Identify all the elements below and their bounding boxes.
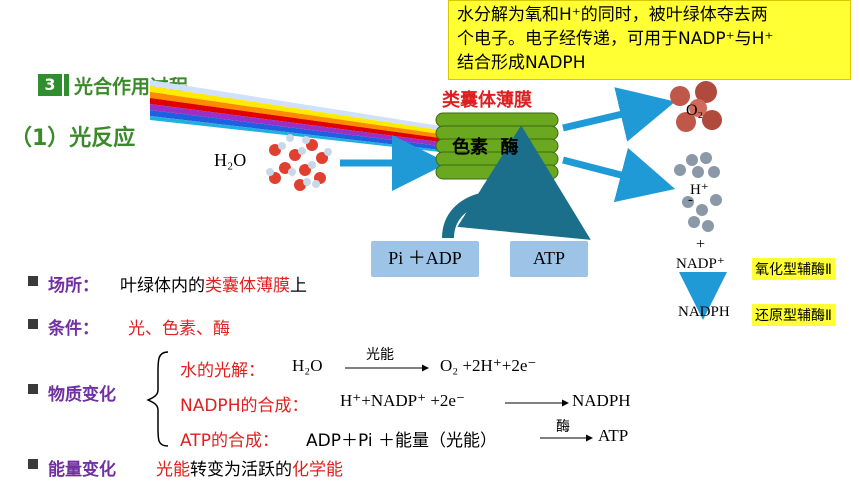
place-highlight: 类囊体薄膜 bbox=[205, 276, 290, 296]
section-bar bbox=[64, 74, 69, 96]
energy-to: 化学能 bbox=[292, 460, 343, 480]
eq1-left: H₂O bbox=[292, 356, 323, 375]
membrane-label: 类囊体薄膜 bbox=[442, 90, 532, 111]
eq3-left: ADP＋Pi ＋能量（光能） bbox=[306, 431, 497, 451]
place-pre: 叶绿体内的 bbox=[120, 276, 205, 296]
energy-from: 光能 bbox=[156, 460, 190, 480]
eq1-condition: 光能 bbox=[366, 347, 394, 363]
section-number-badge: 3 bbox=[38, 74, 62, 96]
atp-box: ATP bbox=[510, 241, 588, 277]
place-value: 叶绿体内的类囊体薄膜上 bbox=[120, 271, 307, 296]
electron-minus: - bbox=[688, 192, 693, 208]
condition-label: 条件： bbox=[48, 319, 99, 339]
energy-change-label: 能量变化 bbox=[48, 460, 116, 480]
energy-change-value: 光能转变为活跃的化学能 bbox=[156, 455, 343, 480]
eq3-condition: 酶 bbox=[556, 419, 570, 435]
eq2-label: NADPH的合成： bbox=[180, 396, 309, 416]
callout-line-1: 水分解为氧和H⁺的同时，被叶绿体夺去两 bbox=[457, 5, 768, 25]
matter-change-label: 物质变化 bbox=[48, 385, 116, 405]
eq1-right: O₂ +2H⁺+2e⁻ bbox=[440, 356, 537, 375]
oxygen-label: O₂ bbox=[686, 102, 704, 119]
callout-note: 水分解为氧和H⁺的同时，被叶绿体夺去两 个电子。电子经传递，可用于NADP⁺与H… bbox=[448, 0, 851, 80]
subsection-title: （1）光反应 bbox=[10, 126, 136, 151]
hplus-label: H⁺ bbox=[690, 182, 709, 198]
eq3-label: ATP的合成： bbox=[180, 431, 279, 451]
water-label: H₂O bbox=[214, 150, 247, 170]
energy-mid: 转变为活跃的 bbox=[190, 460, 292, 480]
callout-line-3: 结合形成NADPH bbox=[457, 53, 586, 73]
condition-value: 光、色素、酶 bbox=[128, 319, 230, 339]
eq2-left: H⁺+NADP⁺ +2e⁻ bbox=[340, 391, 465, 410]
membrane-text: 色素 酶 bbox=[452, 137, 519, 158]
nadph-label: NADPH bbox=[678, 304, 730, 320]
hplus-arrow-icon bbox=[562, 147, 676, 203]
bullet-icon bbox=[28, 459, 38, 469]
oxidized-coenzyme-label: 氧化型辅酶Ⅱ bbox=[752, 258, 835, 280]
eq3-right: ATP bbox=[598, 426, 629, 445]
nadp-label: NADP⁺ bbox=[676, 256, 725, 272]
light-beam-icon bbox=[150, 80, 440, 152]
bullet-icon bbox=[28, 276, 38, 286]
hydrogen-ions-icon bbox=[674, 152, 722, 232]
bullet-icon bbox=[28, 319, 38, 329]
oxygen-molecules-icon bbox=[670, 81, 722, 132]
brace-icon bbox=[146, 351, 169, 447]
eq1-label: 水的光解： bbox=[180, 361, 265, 381]
place-post: 上 bbox=[290, 276, 307, 296]
eq2-right: NADPH bbox=[572, 391, 631, 410]
pi-adp-box: Pi ＋ADP bbox=[371, 241, 479, 277]
bullet-icon bbox=[28, 384, 38, 394]
water-molecules-icon bbox=[266, 134, 332, 191]
oxygen-arrow-icon bbox=[562, 87, 676, 142]
place-label: 场所： bbox=[48, 276, 99, 296]
callout-line-2: 个电子。电子经传递，可用于NADP⁺与H⁺ bbox=[457, 29, 774, 49]
plus-sign: + bbox=[696, 236, 706, 253]
reduced-coenzyme-label: 还原型辅酶Ⅱ bbox=[752, 304, 835, 326]
atp-cycle-arrow-icon bbox=[442, 125, 591, 240]
